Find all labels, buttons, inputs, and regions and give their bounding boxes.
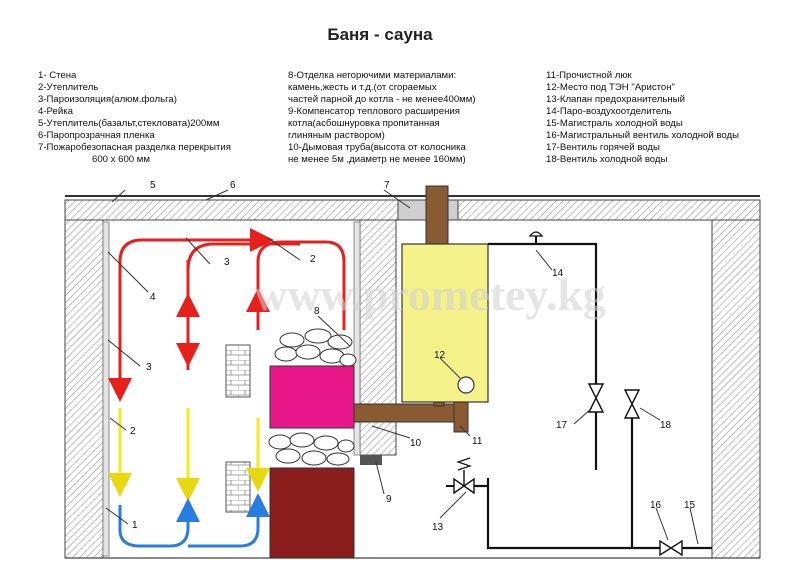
callout-15: 15	[684, 500, 696, 511]
water-boiler	[401, 243, 489, 403]
cold-water-valve-icon	[623, 389, 641, 419]
callout-8: 8	[314, 306, 320, 317]
ceiling	[64, 195, 761, 221]
stove	[268, 328, 382, 559]
callout-12: 12	[434, 350, 446, 361]
stone-finishing-bottom	[225, 461, 251, 513]
callout-18: 18	[660, 420, 672, 431]
callout-13: 13	[432, 522, 444, 533]
legend-item: 5-Утеплитель(базальт,стекловата)200мм	[38, 118, 219, 129]
chimney-vertical	[425, 185, 449, 245]
legend-col-1: 1- Стена 2-Утеплитель 3-Пароизоляция(алю…	[38, 70, 231, 165]
cold-air-loop-1	[118, 498, 200, 548]
stove-firebox	[269, 467, 355, 559]
legend-item: 15-Магистраль холодной воды	[546, 118, 683, 129]
legend-item: 17-Вентиль горячей воды	[546, 142, 660, 153]
safety-valve-icon	[446, 457, 475, 495]
legend-item: 7-Пожаробезопасная разделка перекрытия	[38, 142, 231, 153]
callout-6: 6	[230, 180, 236, 191]
legend-item: 6-Паропрозрачная пленка	[38, 130, 155, 141]
legend-item: камень,жесть и т.д.(от сгораемых	[288, 82, 437, 93]
legend-item: 12-Место под ТЭН "Аристон"	[546, 82, 675, 93]
left-insulation	[102, 221, 110, 557]
legend-item: 10-Дымовая труба(высота от колосника	[288, 142, 467, 153]
callout-3b: 3	[146, 362, 152, 373]
leader-lines	[105, 189, 699, 545]
stove-heater	[269, 365, 355, 429]
legend-item: котла(асбошнуровка пропитанная	[288, 118, 440, 129]
legend-item: 14-Паро-воздухоотделитель	[546, 106, 671, 117]
hot-air-loop-inner	[256, 240, 346, 330]
legend-item: 2-Утеплитель	[38, 82, 98, 93]
callout-9: 9	[386, 494, 392, 505]
callout-2a: 2	[310, 254, 316, 265]
legend-col-2: 8-Отделка негорючими материалами: камень…	[288, 70, 476, 165]
legend-item: 11-Прочистной люк	[546, 70, 633, 81]
callout-11: 11	[472, 436, 483, 447]
legend-item: 9-Компенсатор теплового расширения	[288, 106, 460, 117]
stove-stones	[268, 328, 357, 466]
callout-1: 1	[132, 520, 138, 531]
legend-item: 18-Вентиль холодной воды	[546, 154, 668, 165]
hot-water-valve-icon	[587, 383, 605, 413]
main-valve-icon	[659, 539, 683, 557]
callout-4: 4	[150, 292, 156, 303]
callout-17: 17	[556, 420, 568, 431]
legend-col-3: 11-Прочистной люк 12-Место под ТЭН "Арис…	[546, 70, 739, 165]
legend-item: 600 х 600 мм	[92, 154, 150, 165]
legend-item: частей парной до котла - не менее400мм)	[288, 94, 476, 105]
plumbing	[470, 242, 712, 550]
air-separator-icon	[528, 231, 544, 244]
callout-14: 14	[552, 268, 564, 279]
heater-element-slot	[457, 376, 475, 394]
right-wall	[711, 219, 761, 559]
callout-numbers: 5 6 7 4 3 2 3 2 1 8 10 9 11 12 13 14 17 …	[130, 180, 696, 533]
middle-insulation	[353, 221, 361, 456]
callout-2b: 2	[130, 426, 136, 437]
legend-item: 8-Отделка негорючими материалами:	[288, 70, 456, 81]
legend-item: 16-Магистральный вентиль холодной воды	[546, 130, 739, 141]
legend-item: не менее 5м ,диаметр не менее 160мм)	[288, 154, 466, 165]
legend-item: 3-Пароизоляция(алюм.фольга)	[38, 94, 177, 105]
compensator	[360, 455, 382, 465]
stone-finishing-top	[225, 344, 251, 398]
cold-air-loop-2	[188, 493, 270, 548]
chimney-horizontal	[353, 403, 465, 423]
callout-10: 10	[410, 438, 422, 449]
callout-7: 7	[384, 180, 390, 191]
watermark: www.prometey.kg	[254, 269, 606, 320]
hot-air-loop-outer	[118, 228, 274, 390]
callout-5: 5	[150, 180, 156, 191]
air-flow	[108, 228, 346, 548]
callout-16: 16	[650, 500, 662, 511]
legend-item: глиняным раствором)	[288, 130, 385, 141]
legend-item: 13-Клапан предохранительный	[546, 94, 685, 105]
callout-3a: 3	[224, 257, 230, 268]
diagram-title: Баня - сауна	[327, 25, 433, 44]
legend-item: 1- Стена	[38, 70, 77, 81]
legend-item: 4-Рейка	[38, 106, 74, 117]
left-wall	[64, 219, 104, 559]
